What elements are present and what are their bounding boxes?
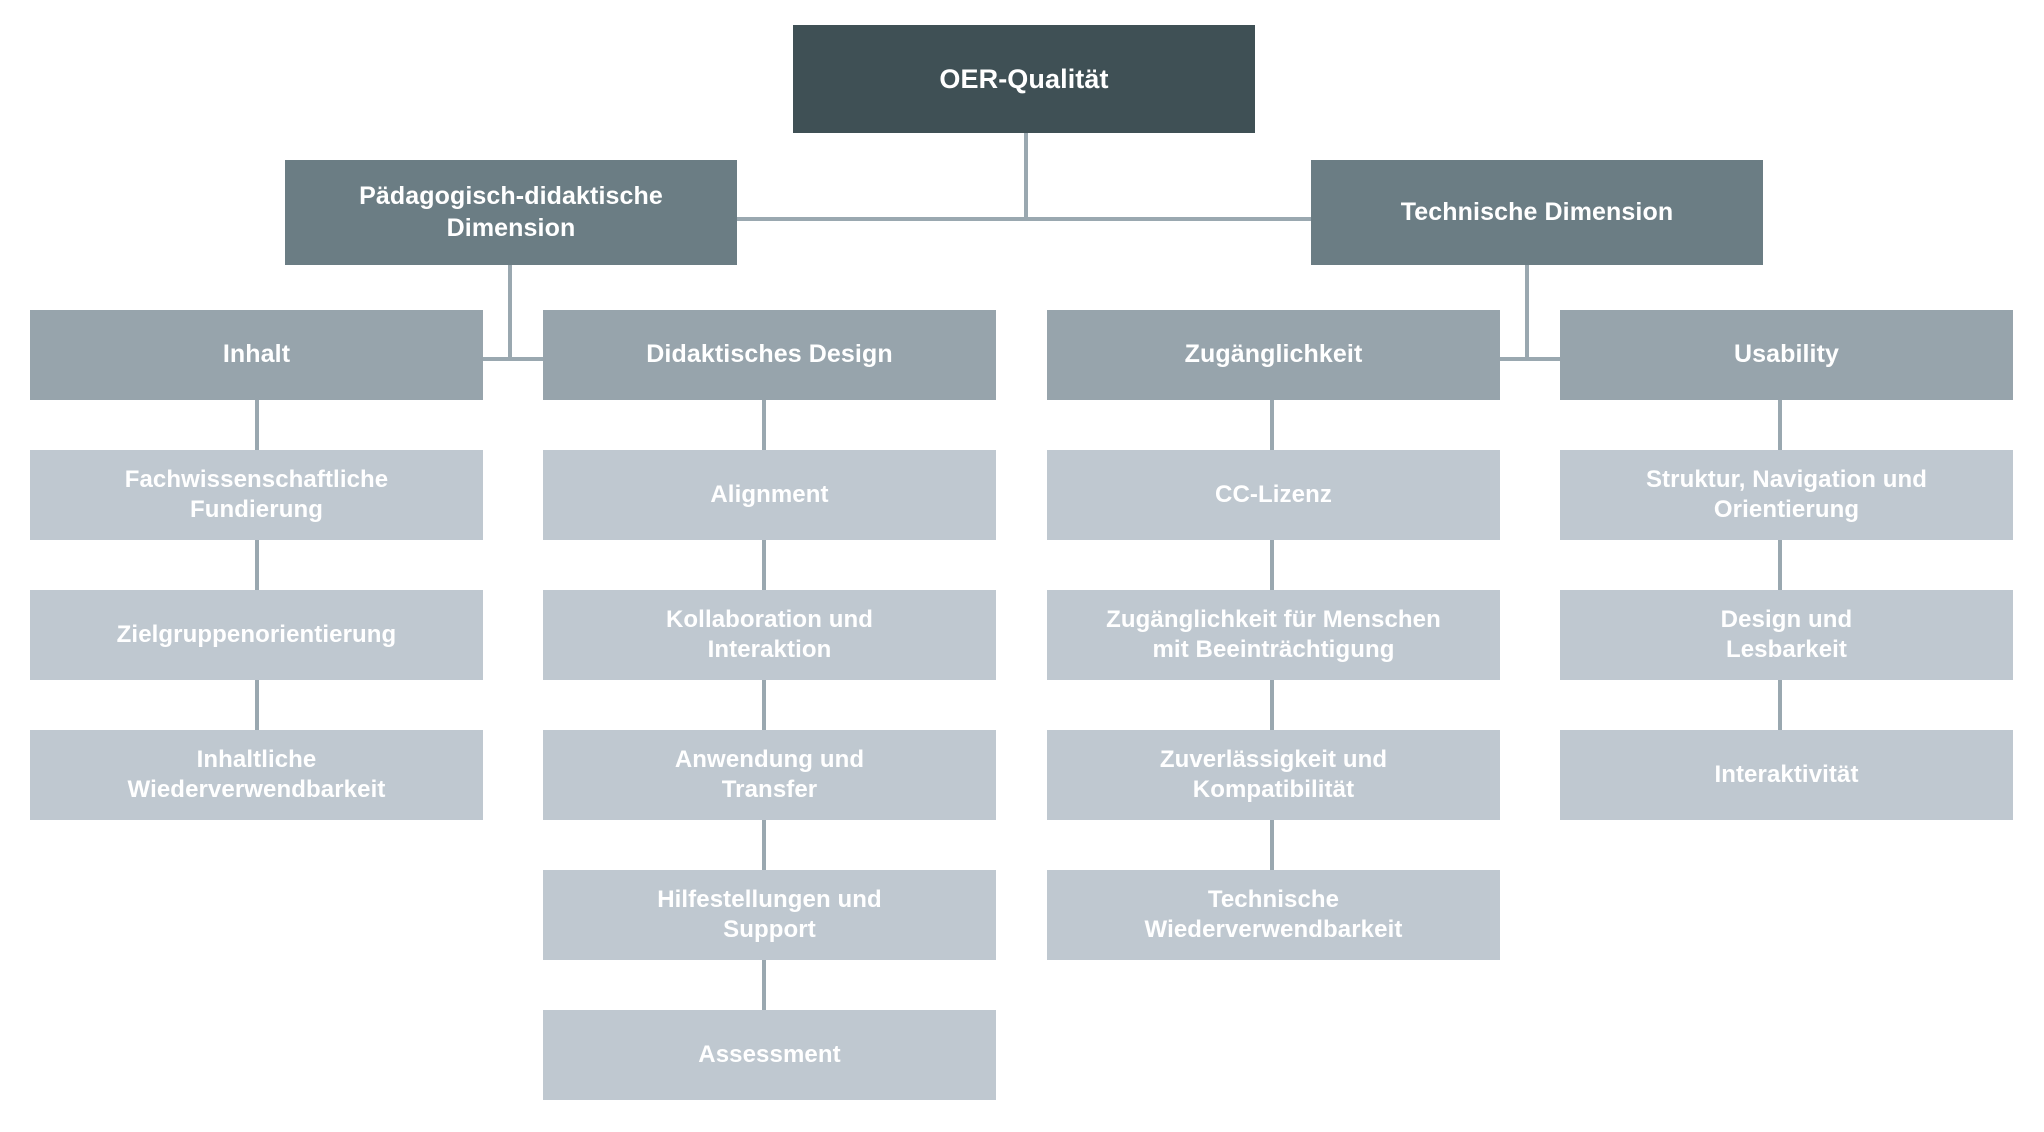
connector-dimension-bus [735, 217, 1313, 221]
node-leaf-zuverlaessigkeit-und-kompatibilitaet[interactable]: Zuverlässigkeit und Kompatibilität [1047, 730, 1500, 820]
node-label: Inhaltliche Wiederverwendbarkeit [127, 745, 386, 803]
node-leaf-cc-lizenz[interactable]: CC-Lizenz [1047, 450, 1500, 540]
node-leaf-design-und-lesbarkeit[interactable]: Design und Lesbarkeit [1560, 590, 2013, 680]
node-leaf-assessment[interactable]: Assessment [543, 1010, 996, 1100]
node-label: Zuverlässigkeit und Kompatibilität [1159, 745, 1388, 803]
connector-cat-bus-right [1500, 357, 1560, 361]
node-label: Design und Lesbarkeit [1720, 605, 1853, 663]
connector-col1-spine [255, 400, 259, 732]
node-label: Didaktisches Design [646, 340, 893, 369]
node-label: Inhalt [222, 340, 291, 369]
node-label: Technische Wiederverwendbarkeit [1144, 885, 1403, 943]
node-label: Hilfestellungen und Support [657, 885, 882, 943]
node-label: Interaktivität [1714, 760, 1859, 788]
node-leaf-zielgruppenorientierung[interactable]: Zielgruppenorientierung [30, 590, 483, 680]
connector-col2-spine [762, 400, 766, 1012]
node-root-oer-qualitaet[interactable]: OER-Qualität [793, 25, 1255, 133]
node-label: Zielgruppenorientierung [116, 620, 397, 648]
node-label: Assessment [698, 1040, 841, 1068]
node-leaf-struktur-navigation-und-orientierung[interactable]: Struktur, Navigation und Orientierung [1560, 450, 2013, 540]
node-leaf-technische-wiederverwendbarkeit[interactable]: Technische Wiederverwendbarkeit [1047, 870, 1500, 960]
node-label: OER-Qualität [939, 63, 1109, 94]
node-label: Alignment [710, 480, 829, 508]
node-leaf-kollaboration-und-interaktion[interactable]: Kollaboration und Interaktion [543, 590, 996, 680]
node-label: Struktur, Navigation und Orientierung [1645, 465, 1928, 523]
node-category-didaktisches-design[interactable]: Didaktisches Design [543, 310, 996, 400]
node-category-inhalt[interactable]: Inhalt [30, 310, 483, 400]
node-label: Fachwissenschaftliche Fundierung [124, 465, 389, 523]
node-leaf-hilfestellungen-und-support[interactable]: Hilfestellungen und Support [543, 870, 996, 960]
node-dimension-paedagogisch-didaktisch[interactable]: Pädagogisch-didaktische Dimension [285, 160, 737, 265]
node-leaf-fachwissenschaftliche-fundierung[interactable]: Fachwissenschaftliche Fundierung [30, 450, 483, 540]
node-category-zugaenglichkeit[interactable]: Zugänglichkeit [1047, 310, 1500, 400]
connector-col4-spine [1778, 400, 1782, 732]
node-category-usability[interactable]: Usability [1560, 310, 2013, 400]
node-label: Usability [1733, 340, 1840, 369]
node-leaf-anwendung-und-transfer[interactable]: Anwendung und Transfer [543, 730, 996, 820]
node-label: Anwendung und Transfer [674, 745, 865, 803]
node-dimension-technische[interactable]: Technische Dimension [1311, 160, 1763, 265]
node-label: CC-Lizenz [1215, 480, 1332, 508]
node-label: Kollaboration und Interaktion [665, 605, 873, 663]
node-leaf-inhaltliche-wiederverwendbarkeit[interactable]: Inhaltliche Wiederverwendbarkeit [30, 730, 483, 820]
node-leaf-alignment[interactable]: Alignment [543, 450, 996, 540]
connector-cat-bus-left [483, 357, 543, 361]
node-leaf-zugaenglichkeit-fuer-menschen-mit-beeintraechtigung[interactable]: Zugänglichkeit für Menschen mit Beeinträ… [1047, 590, 1500, 680]
connector-dim2-down [1525, 265, 1529, 360]
node-label: Zugänglichkeit [1184, 340, 1363, 369]
connector-root-down [1024, 133, 1028, 221]
node-label: Technische Dimension [1400, 197, 1674, 226]
node-label: Zugänglichkeit für Menschen mit Beeinträ… [1106, 605, 1441, 663]
node-leaf-interaktivitaet[interactable]: Interaktivität [1560, 730, 2013, 820]
connector-dim1-down [508, 265, 512, 360]
node-label: Pädagogisch-didaktische Dimension [359, 182, 663, 242]
